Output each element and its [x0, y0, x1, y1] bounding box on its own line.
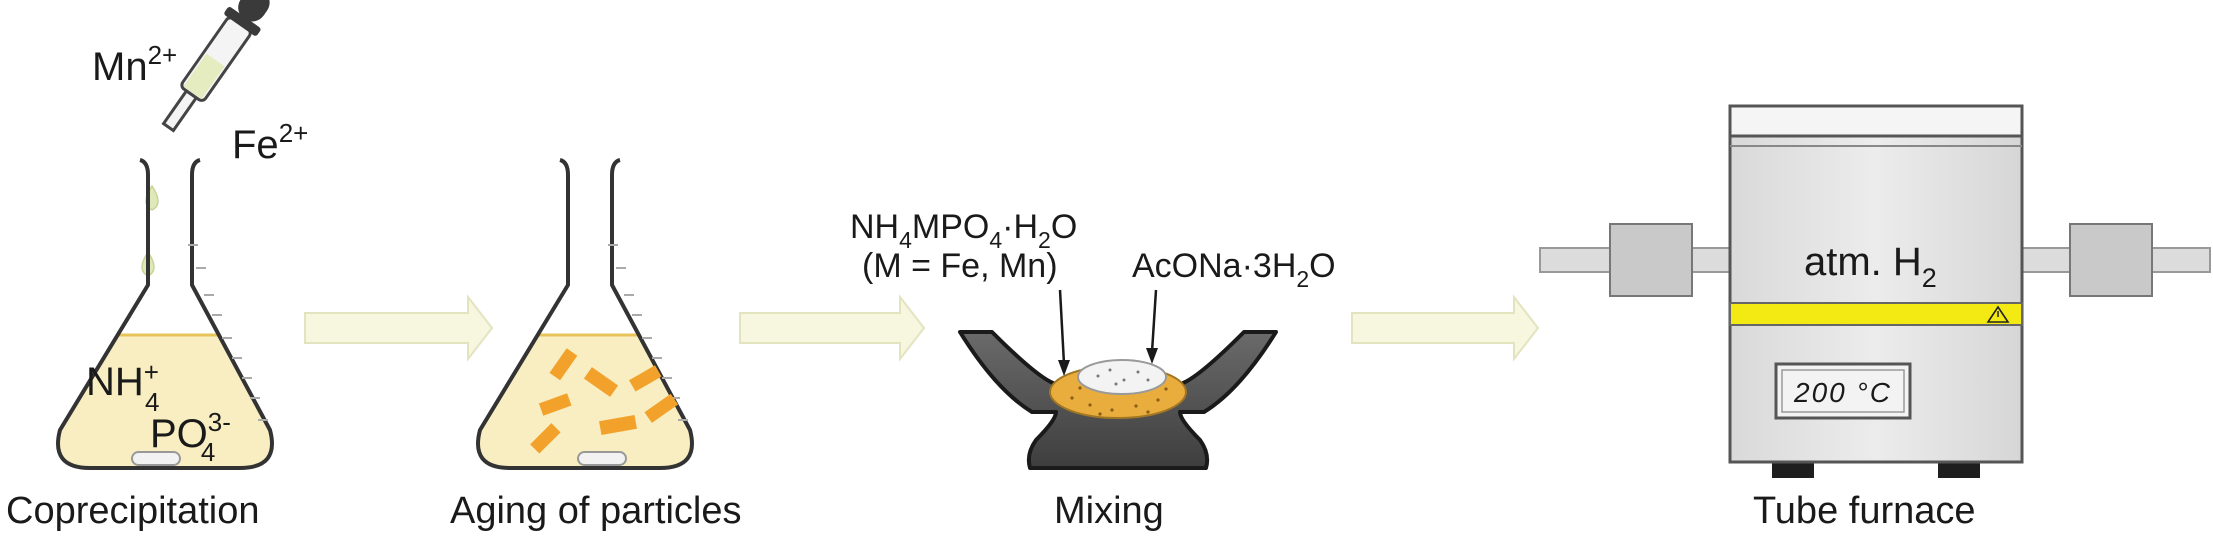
- warning-triangle-icon: [1986, 305, 2010, 323]
- process-arrow: [304, 294, 494, 362]
- atmosphere-label: atm. H2: [1804, 240, 1937, 293]
- caption-mixing: Mixing: [1054, 490, 1164, 532]
- mixing-step: NH4MPO4·H2O (M = Fe, Mn) AcONa·3H2O Mixi…: [850, 208, 1336, 532]
- tube-end-cap-left: [1609, 223, 1693, 297]
- tube-furnace-step: atm. H2 200 °C Tube furnace: [1539, 104, 2211, 532]
- salt-formula: AcONa·3H2O: [1132, 247, 1336, 292]
- aging-step: Aging of particles: [450, 158, 742, 532]
- ion-label-po4: PO3-4: [150, 407, 231, 467]
- caption-aging: Aging of particles: [450, 490, 742, 532]
- tube-end-cap-right: [2069, 223, 2153, 297]
- ion-label-mn: Mn2+: [92, 40, 177, 89]
- process-arrow: [739, 294, 926, 362]
- caption-coprecipitation: Coprecipitation: [6, 490, 259, 532]
- pointer-arrows: [1058, 289, 1158, 376]
- ion-label-nh4: NH+4: [86, 357, 159, 417]
- erlenmeyer-flask: [56, 158, 274, 470]
- stir-bar: [577, 451, 627, 466]
- ion-label-fe: Fe2+: [232, 118, 308, 167]
- particles: [530, 348, 679, 454]
- white-powder: [1077, 359, 1167, 395]
- precursor-note: (M = Fe, Mn): [862, 247, 1058, 285]
- erlenmeyer-flask: [476, 158, 694, 470]
- temperature-readout: 200 °C: [1793, 377, 1892, 408]
- coprecipitation-step: Mn2+ Fe2+ NH+4: [6, 0, 308, 532]
- heating-band: [1729, 302, 2023, 326]
- stir-bar: [131, 451, 181, 466]
- process-arrow: [1351, 294, 1540, 362]
- precursor-formula: NH4MPO4·H2O: [850, 208, 1077, 253]
- temperature-display: [1774, 362, 1912, 420]
- dropper-icon: [161, 0, 270, 133]
- caption-tube-furnace: Tube furnace: [1753, 490, 1976, 532]
